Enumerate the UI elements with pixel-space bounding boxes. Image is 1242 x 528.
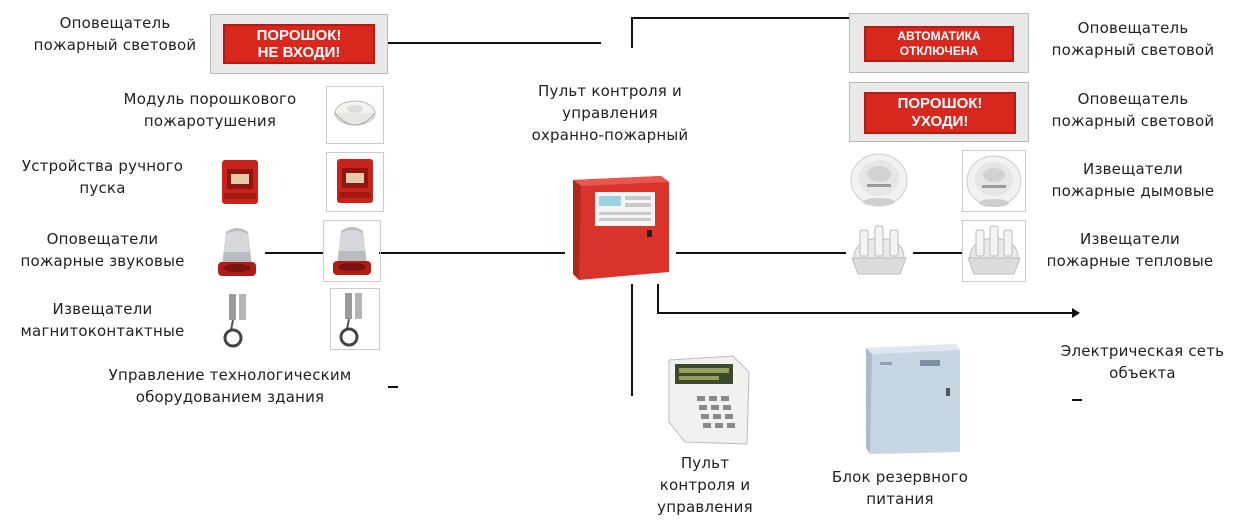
powder-module-icon: [326, 86, 384, 144]
line-top-right: [631, 17, 849, 19]
sign-right-top-line1: АВТОМАТИКА: [897, 29, 981, 43]
heat-detector-icon-2: [962, 220, 1026, 282]
line-panel-bottom: [657, 284, 659, 314]
smoke-detector-icon-2: [962, 150, 1026, 212]
line-tech-tick: [388, 386, 398, 388]
sign-left-line1: ПОРОШОК!: [256, 27, 342, 44]
sound-notifier-icon: [208, 222, 266, 282]
magnetic-contact-icon-2: [330, 288, 380, 350]
line-sound-left: [265, 252, 323, 254]
arrow-network: [1072, 308, 1080, 318]
line-panel-down: [631, 284, 633, 396]
manual-call-point-icon: [212, 155, 267, 210]
sound-notifier-icon-2: [323, 220, 381, 282]
sign-right-2-line1: ПОРОШОК!: [897, 95, 983, 112]
backup-power-icon: [860, 338, 964, 458]
line-sound-center: [379, 252, 565, 254]
line-heat-mid: [913, 252, 963, 254]
magnetic-contact-icon: [215, 290, 263, 350]
line-top-vertical: [631, 17, 633, 48]
control-panel-icon: [565, 172, 677, 286]
line-left-sign: [388, 42, 601, 44]
smoke-detector-icon: [847, 150, 911, 210]
sign-left: ПОРОШОК! НЕ ВХОДИ!: [210, 14, 388, 74]
sign-right-top: АВТОМАТИКА ОТКЛЮЧЕНА: [849, 13, 1029, 73]
line-network: [659, 312, 1073, 314]
line-heat: [676, 252, 846, 254]
manual-call-point-icon-2: [326, 152, 384, 212]
sign-right-top-line2: ОТКЛЮЧЕНА: [899, 44, 979, 58]
sign-left-line2: НЕ ВХОДИ!: [257, 44, 341, 61]
sign-right-2: ПОРОШОК! УХОДИ!: [849, 82, 1029, 142]
sign-right-2-line2: УХОДИ!: [911, 113, 969, 130]
remote-keypad-icon: [663, 352, 755, 448]
line-network-tick: [1072, 399, 1082, 401]
heat-detector-icon: [846, 220, 912, 282]
